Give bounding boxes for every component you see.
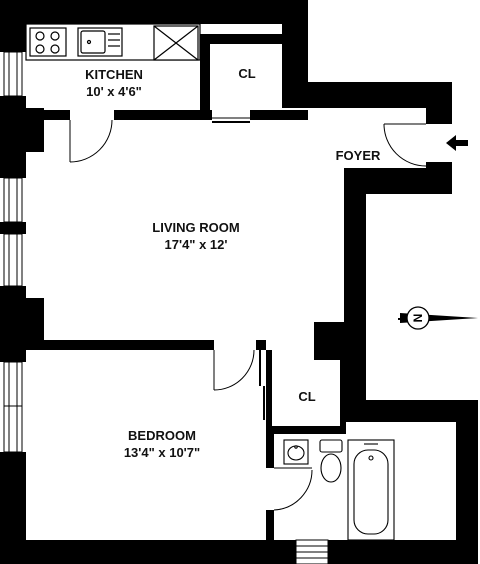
entry-steps xyxy=(295,539,329,564)
closet-mid-name: CL xyxy=(298,389,316,404)
refrigerator xyxy=(153,25,199,61)
compass-letter: N xyxy=(411,314,425,323)
sink-icon xyxy=(77,27,123,57)
bathtub-icon xyxy=(347,439,395,541)
stove-icon xyxy=(29,27,67,57)
toilet-icon xyxy=(319,439,343,483)
foyer-name: FOYER xyxy=(335,148,381,163)
bedroom-label: BEDROOM 13'4" x 10'7" xyxy=(92,427,232,461)
closet-mid-label: CL xyxy=(282,388,332,405)
foyer-label: FOYER xyxy=(326,147,390,164)
kitchen-size: 10' x 4'6" xyxy=(86,84,142,99)
doors xyxy=(69,117,427,511)
living-room-name: LIVING ROOM xyxy=(152,220,240,235)
kitchen-label: KITCHEN 10' x 4'6" xyxy=(64,66,164,100)
kitchen-name: KITCHEN xyxy=(85,67,143,82)
compass-icon: N xyxy=(398,306,478,330)
living-room-label: LIVING ROOM 17'4" x 12' xyxy=(126,219,266,253)
living-room-size: 17'4" x 12' xyxy=(164,237,228,252)
closet-top-name: CL xyxy=(238,66,256,81)
sink-icon xyxy=(283,439,309,465)
bedroom-size: 13'4" x 10'7" xyxy=(123,445,201,460)
closet-top-label: CL xyxy=(222,65,272,82)
entry-arrow-icon xyxy=(446,135,468,151)
windows xyxy=(3,51,23,453)
bedroom-name: BEDROOM xyxy=(128,428,196,443)
